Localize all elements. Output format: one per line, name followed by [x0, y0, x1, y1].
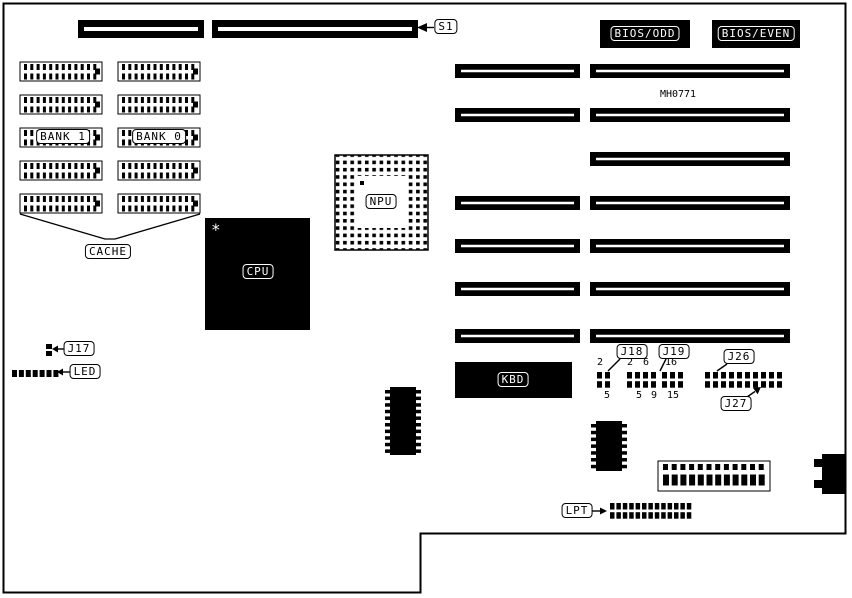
- j17-header: [46, 344, 52, 356]
- pin-number-mid-top-2: 6: [642, 357, 650, 368]
- ic-chip: [385, 387, 421, 455]
- lpt-header: [610, 503, 692, 519]
- dip-socket: [19, 193, 103, 214]
- j19-header: [662, 372, 683, 388]
- j26-label: J26: [723, 349, 755, 364]
- pin-number-j19-bottom: 15: [666, 390, 680, 401]
- j18-header: [597, 372, 610, 388]
- kbd-label: KBD: [497, 372, 529, 387]
- jumper-header-mid: [627, 372, 656, 388]
- dip-socket: [19, 94, 103, 115]
- pin-number-j19-top: 16: [664, 357, 678, 368]
- led-header: [12, 370, 59, 377]
- bank0-label: BANK 0: [132, 129, 186, 144]
- j27-header: [745, 372, 782, 388]
- j18-leader-line: [607, 358, 621, 372]
- j17-arrow-icon: [52, 345, 58, 353]
- pin-number-mid-bot-2: 9: [650, 390, 658, 401]
- j19-label: J19: [658, 344, 690, 359]
- cpu-label: CPU: [242, 264, 274, 279]
- cache-brace: [19, 213, 201, 240]
- lpt-label: LPT: [561, 503, 593, 518]
- j26-leader-line: [716, 363, 728, 372]
- led-arrow-icon: [57, 368, 63, 376]
- bios-even-label: BIOS/EVEN: [717, 26, 795, 41]
- cpu-pin1-marker: *: [211, 220, 221, 239]
- pin-number-j18-top: 2: [596, 357, 604, 368]
- npu-label: NPU: [365, 194, 397, 209]
- board-id-text: MH0771: [659, 89, 697, 100]
- pin-number-mid-top-1: 2: [626, 357, 634, 368]
- j27-label: J27: [720, 396, 752, 411]
- j19-leader-line: [659, 358, 667, 372]
- dip-socket: [19, 61, 103, 82]
- j18-label: J18: [616, 344, 648, 359]
- dip-socket: [117, 193, 201, 214]
- j27-arrow-icon: [753, 387, 761, 395]
- card-edge-slot: [78, 20, 418, 38]
- dip-socket: [117, 94, 201, 115]
- leader-arrows: [52, 23, 761, 515]
- j17-label: J17: [63, 341, 95, 356]
- dip-socket: [19, 160, 103, 181]
- dip-socket: [117, 160, 201, 181]
- lpt-arrow-icon: [600, 507, 607, 515]
- bank1-label: BANK 1: [36, 129, 90, 144]
- s1-label: S1: [434, 19, 458, 34]
- memory-slots: [455, 64, 790, 343]
- s1-arrow-icon: [417, 23, 427, 32]
- dip-switch-block: [657, 460, 771, 492]
- led-label: LED: [69, 364, 101, 379]
- pin-number-mid-bot-1: 5: [635, 390, 643, 401]
- pin1-marker: [360, 181, 364, 185]
- pin-number-j18-bottom: 5: [603, 390, 611, 401]
- cache-label: CACHE: [84, 244, 132, 259]
- bios-odd-label: BIOS/ODD: [610, 26, 680, 41]
- j26-header: [705, 372, 742, 388]
- keyboard-connector: [814, 454, 845, 494]
- ic-chip: [591, 421, 627, 471]
- dip-socket: [117, 61, 201, 82]
